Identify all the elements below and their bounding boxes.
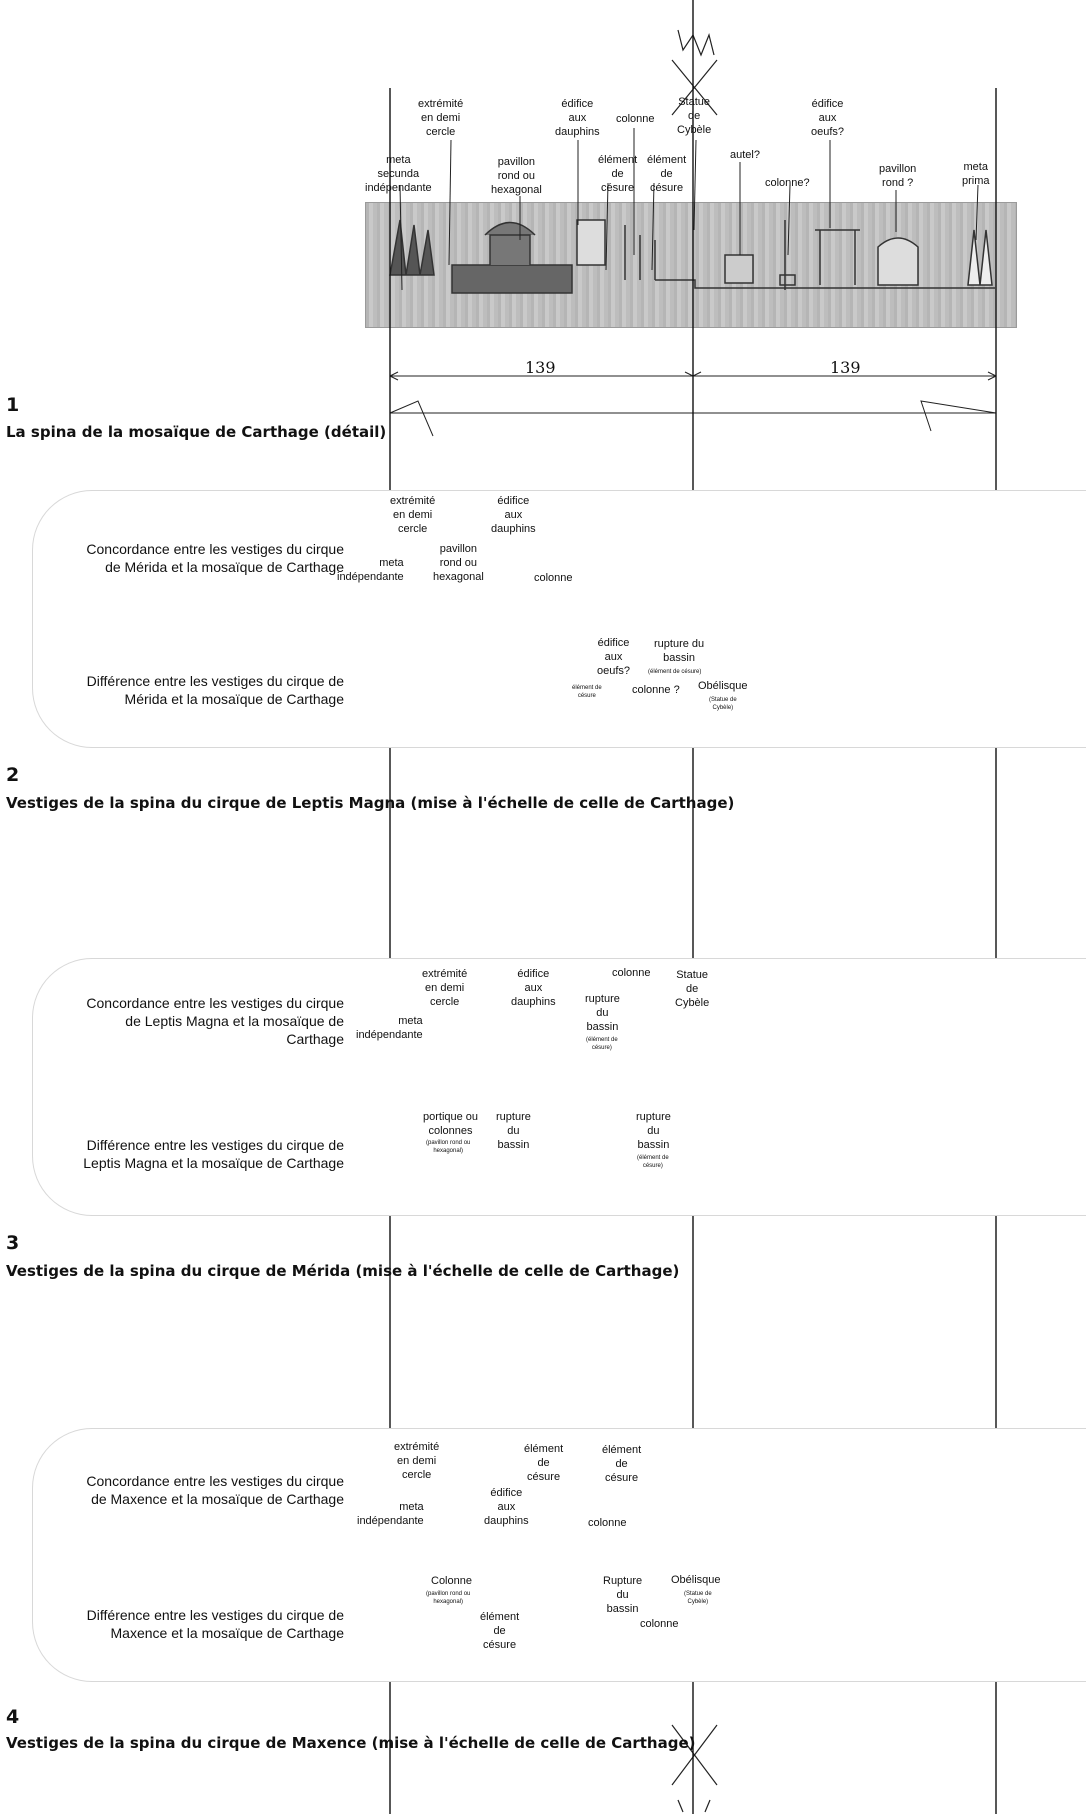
label-colonne-q: colonne? <box>765 177 810 189</box>
figure-1-number: 1 <box>6 394 20 416</box>
figure-4-panel <box>32 1428 1086 1682</box>
fig2-label-rupture-note: (élément de césure) <box>648 669 702 675</box>
fig4-label-colonne-2: colonne <box>640 1618 679 1630</box>
label-colonne: colonne <box>616 113 655 125</box>
fig2-label-colonne-q: colonne ? <box>632 684 680 696</box>
fig4-label-colonne: colonne <box>588 1517 627 1529</box>
fig3-label-colonne: colonne <box>612 967 651 979</box>
figure-4-concordance: Concordance entre les vestiges du cirque… <box>86 1473 344 1507</box>
figure-2-number: 2 <box>6 764 20 786</box>
figure-1-title: La spina de la mosaïque de Carthage (dét… <box>6 423 387 441</box>
measure-right: 139 <box>830 358 861 377</box>
figure-2-difference: Différence entre les vestiges du cirque … <box>86 673 344 707</box>
measure-left: 139 <box>525 358 556 377</box>
fig4-label-colonne-bottom: Colonne <box>431 1575 472 1587</box>
label-autel: autel? <box>730 149 760 161</box>
figure-4-difference: Différence entre les vestiges du cirque … <box>86 1607 344 1641</box>
figure-4-title: Vestiges de la spina du cirque de Maxenc… <box>6 1734 696 1752</box>
figure-3-title: Vestiges de la spina du cirque de Mérida… <box>6 1262 680 1280</box>
figure-2-panel <box>32 490 1086 748</box>
figure-2-title: Vestiges de la spina du cirque de Leptis… <box>6 794 735 812</box>
figure-3-panel <box>32 958 1086 1216</box>
figure-2-concordance: Concordance entre les vestiges du cirque… <box>86 541 344 575</box>
figure-3-number: 3 <box>6 1232 20 1254</box>
fig2-label-colonne: colonne <box>534 572 573 584</box>
fig2-label-obelisque: Obélisque <box>698 680 748 692</box>
figure-3-concordance: Concordance entre les vestiges du cirque… <box>86 995 344 1047</box>
figure-4-number: 4 <box>6 1706 20 1728</box>
fig4-label-obelisque: Obélisque <box>671 1574 721 1586</box>
figure-3-difference: Différence entre les vestiges du cirque … <box>83 1137 344 1171</box>
